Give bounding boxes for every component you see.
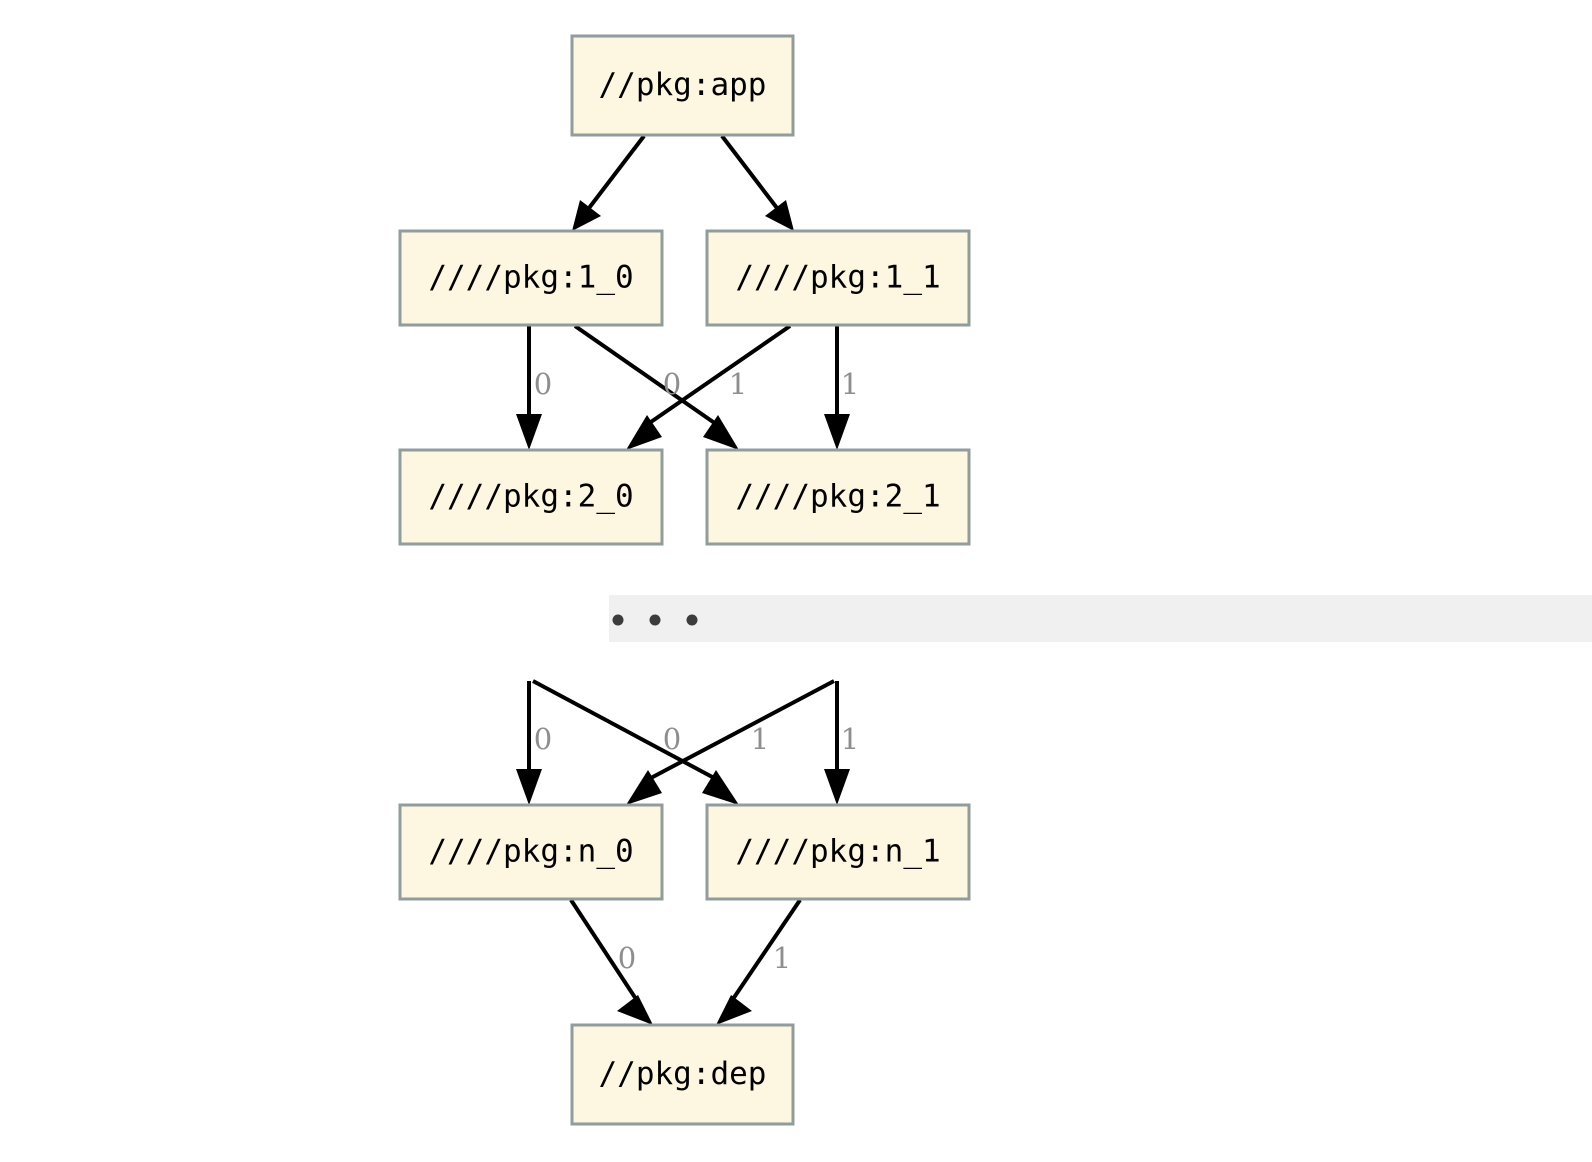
node-label-dep: //pkg:dep (599, 1056, 767, 1092)
edge-n_0-to-dep: 0 (569, 898, 653, 1025)
edge-1_0-to-2_1: 0 (573, 324, 739, 450)
node-n_1[interactable]: ////pkg:n_1 (705, 803, 971, 901)
edge-label-lower-right-cross: 1 (751, 722, 769, 756)
edge-label-n_0-dep: 0 (618, 941, 636, 975)
node-n_0[interactable]: ////pkg:n_0 (398, 803, 664, 901)
node-box-1_0[interactable] (398, 229, 664, 327)
edge-label-n_1-dep: 1 (773, 941, 791, 975)
edge-1_1-to-2_1: 1 (824, 326, 859, 450)
node-box-n_1[interactable] (705, 803, 971, 901)
edge-elided-to-n_1-straight: 1 (824, 681, 859, 805)
edge-n_1-to-dep: 1 (716, 898, 802, 1025)
node-box-1_1[interactable] (705, 229, 971, 327)
edge-elided-to-n_0-cross: 1 (626, 679, 835, 805)
edge-label-lower-right-straight: 1 (841, 722, 859, 756)
edge-label-1_1-2_0: 1 (729, 367, 747, 401)
node-label-n_1: ////pkg:n_1 (735, 834, 940, 870)
node-box-n_0[interactable] (398, 803, 664, 901)
edge-app-to-1_0 (572, 134, 646, 231)
edge-label-lower-left-cross: 0 (663, 722, 681, 756)
node-label-2_1: ////pkg:2_1 (735, 479, 940, 515)
node-2_1[interactable]: ////pkg:2_1 (705, 448, 971, 546)
edge-1_0-to-2_0: 0 (516, 326, 552, 450)
node-label-app: //pkg:app (599, 67, 767, 103)
edge-label-lower-left-straight: 0 (534, 722, 552, 756)
node-1_0[interactable]: ////pkg:1_0 (398, 229, 664, 327)
ellipsis-dot-3 (686, 614, 698, 626)
edge-elided-to-n_1-cross: 0 (532, 679, 739, 805)
edge-label-1_1-2_1: 1 (841, 367, 859, 401)
ellipsis-separator-band (609, 595, 1592, 642)
node-label-1_1: ////pkg:1_1 (735, 260, 940, 296)
edge-1_1-to-2_0: 1 (626, 324, 792, 450)
node-box-dep[interactable] (570, 1023, 795, 1126)
node-box-2_0[interactable] (398, 448, 664, 546)
edge-elided-to-n_0-straight: 0 (516, 681, 552, 805)
node-box-2_1[interactable] (705, 448, 971, 546)
node-label-1_0: ////pkg:1_0 (428, 260, 633, 296)
node-box-app[interactable] (570, 34, 795, 137)
ellipsis-dot-1 (612, 614, 624, 626)
node-dep[interactable]: //pkg:dep (570, 1023, 795, 1126)
node-label-2_0: ////pkg:2_0 (428, 479, 633, 515)
edge-label-1_0-2_1: 0 (663, 367, 681, 401)
node-2_0[interactable]: ////pkg:2_0 (398, 448, 664, 546)
ellipsis-band-rect (609, 595, 1592, 642)
node-label-n_0: ////pkg:n_0 (428, 834, 633, 870)
edge-label-1_0-2_0: 0 (534, 367, 552, 401)
ellipsis-dot-2 (649, 614, 661, 626)
node-1_1[interactable]: ////pkg:1_1 (705, 229, 971, 327)
node-app[interactable]: //pkg:app (570, 34, 795, 137)
edge-app-to-1_1 (720, 134, 794, 231)
